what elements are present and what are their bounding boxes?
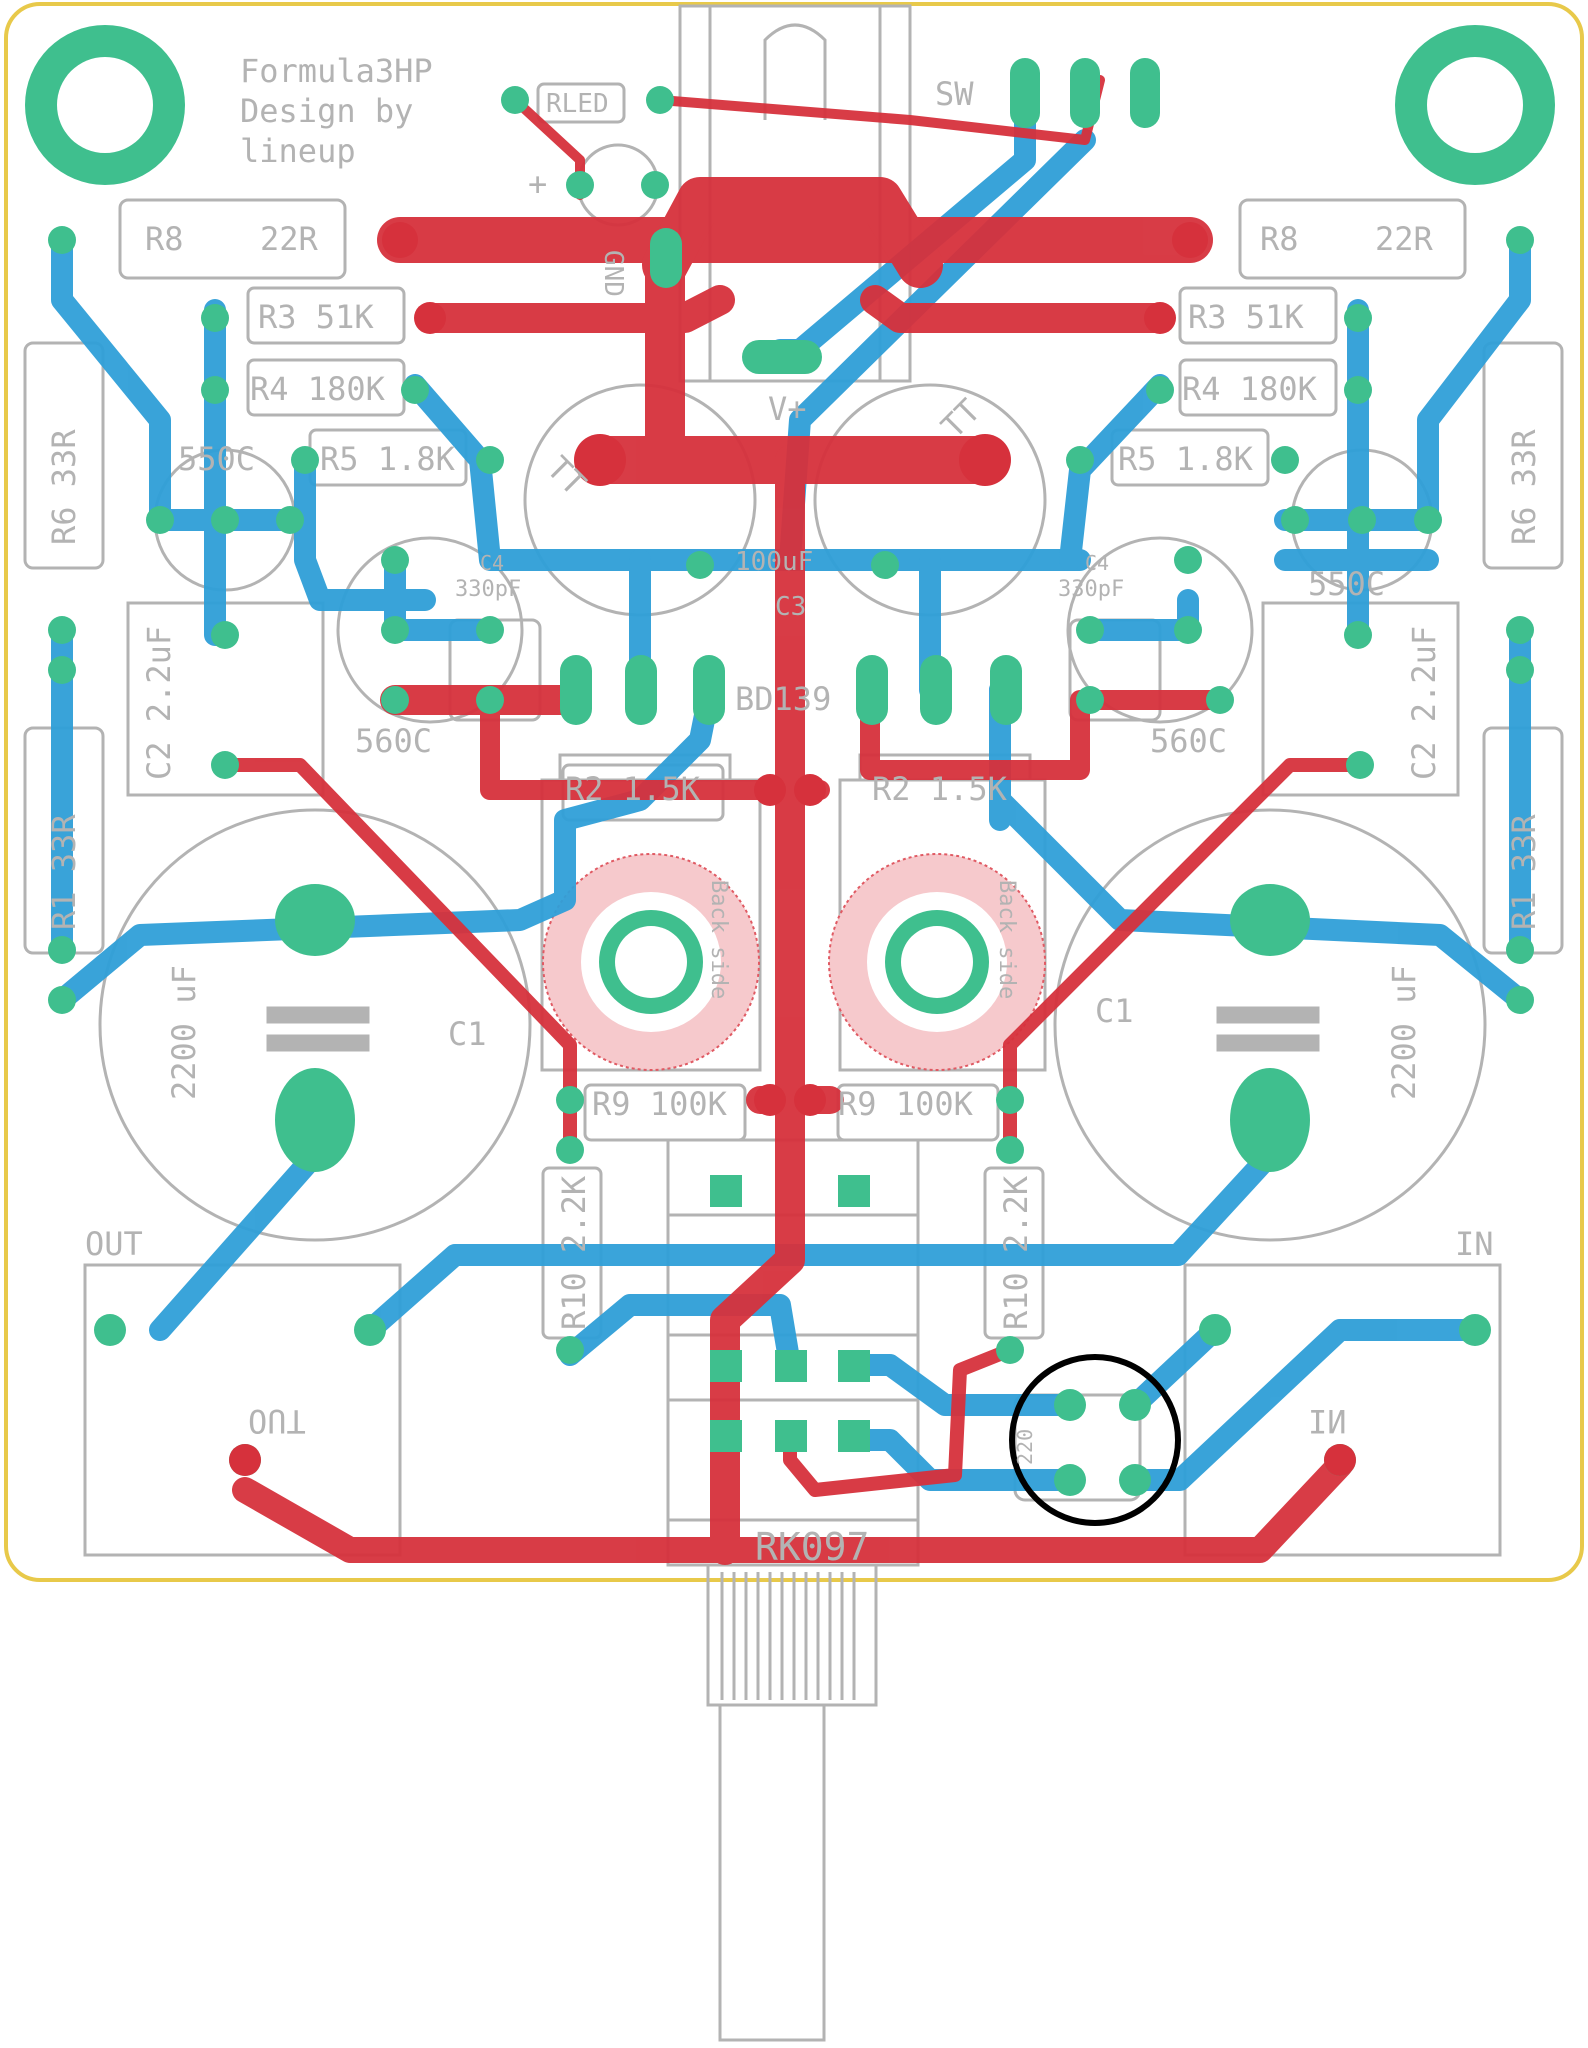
out-label: OUT <box>85 1225 143 1263</box>
rk097-label: RK097 <box>755 1525 869 1569</box>
r5-left-label: R5 1.8K <box>320 440 456 478</box>
pot-shaft <box>718 1703 826 2042</box>
rled-label: RLED <box>546 89 609 119</box>
c550-right-label: 550C <box>1308 565 1385 603</box>
title-line3: lineup <box>240 132 356 170</box>
led-plus: + <box>528 165 547 203</box>
c2-left-label: C2 2.2uF <box>140 626 178 780</box>
r8-right-value: 22R <box>1375 220 1434 258</box>
c560-left-label: 560C <box>355 722 432 760</box>
r3-right-label: R3 51K <box>1188 298 1304 336</box>
r10-right-label: R10 2.2K <box>997 1175 1035 1330</box>
c1-left-label: C1 <box>448 1015 487 1053</box>
in-connector <box>1183 1263 1502 1557</box>
r10-left-label: R10 2.2K <box>555 1175 593 1330</box>
r8-right-label: R8 <box>1260 220 1299 258</box>
back-side-left: Back side <box>706 880 731 999</box>
pads-layer <box>25 25 1555 1496</box>
title-line1: Formula3HP <box>240 52 433 90</box>
c1-right-value: 2200 uF <box>1385 965 1423 1100</box>
r5-right-label: R5 1.8K <box>1118 440 1254 478</box>
vias-top <box>229 222 1356 1476</box>
c3-label: C3 <box>775 592 806 622</box>
c4-right-value: 330pF <box>1058 577 1124 602</box>
c3-value: 100uF <box>735 547 813 577</box>
bottom-copper-layer <box>51 89 1531 1491</box>
c4-right-label: C4 <box>1085 551 1109 575</box>
bd139-label: BD139 <box>735 680 831 718</box>
r1-left-label: R1 33R <box>45 814 83 930</box>
r6-left-label: R6 33R <box>45 429 83 545</box>
c550-left-label: 550C <box>178 440 255 478</box>
vplus-label: V+ <box>768 390 807 428</box>
r2-left-label: R2 1.5K <box>565 770 701 808</box>
c1-left-value: 2200 uF <box>165 965 203 1100</box>
r9-left-label: R9 100K <box>592 1085 728 1123</box>
cap-220-label: 220 <box>1013 1429 1037 1465</box>
r8-left-value: 22R <box>260 220 319 258</box>
r4-left-label: R4 180K <box>250 370 386 408</box>
r2-right-label: R2 1.5K <box>872 770 1008 808</box>
out-mirror-label: OUT <box>248 1402 306 1440</box>
out-connector <box>83 1263 402 1557</box>
c4-left-label: C4 <box>480 551 504 575</box>
c1-right-label: C1 <box>1095 992 1134 1030</box>
r4-right-label: R4 180K <box>1182 370 1318 408</box>
gnd-label: GND <box>598 250 628 297</box>
text-layer: Formula3HP Design by lineup RLED SW GND … <box>45 52 1543 1569</box>
c560-right-label: 560C <box>1150 722 1227 760</box>
title-line2: Design by <box>240 92 413 130</box>
r9-right-label: R9 100K <box>838 1085 974 1123</box>
highlight-circle <box>1009 1354 1181 1526</box>
r3-left-label: R3 51K <box>258 298 374 336</box>
in-mirror-label: IN <box>1308 1402 1347 1440</box>
sw-label: SW <box>935 75 974 113</box>
r8-left-label: R8 <box>145 220 184 258</box>
in-label: IN <box>1455 1225 1494 1263</box>
back-side-right: Back side <box>994 880 1019 999</box>
c2-right-label: C2 2.2uF <box>1405 626 1443 780</box>
c4-left-value: 330pF <box>455 577 521 602</box>
r6-right-label: R6 33R <box>1505 429 1543 545</box>
r1-right-label: R1 33R <box>1505 814 1543 930</box>
